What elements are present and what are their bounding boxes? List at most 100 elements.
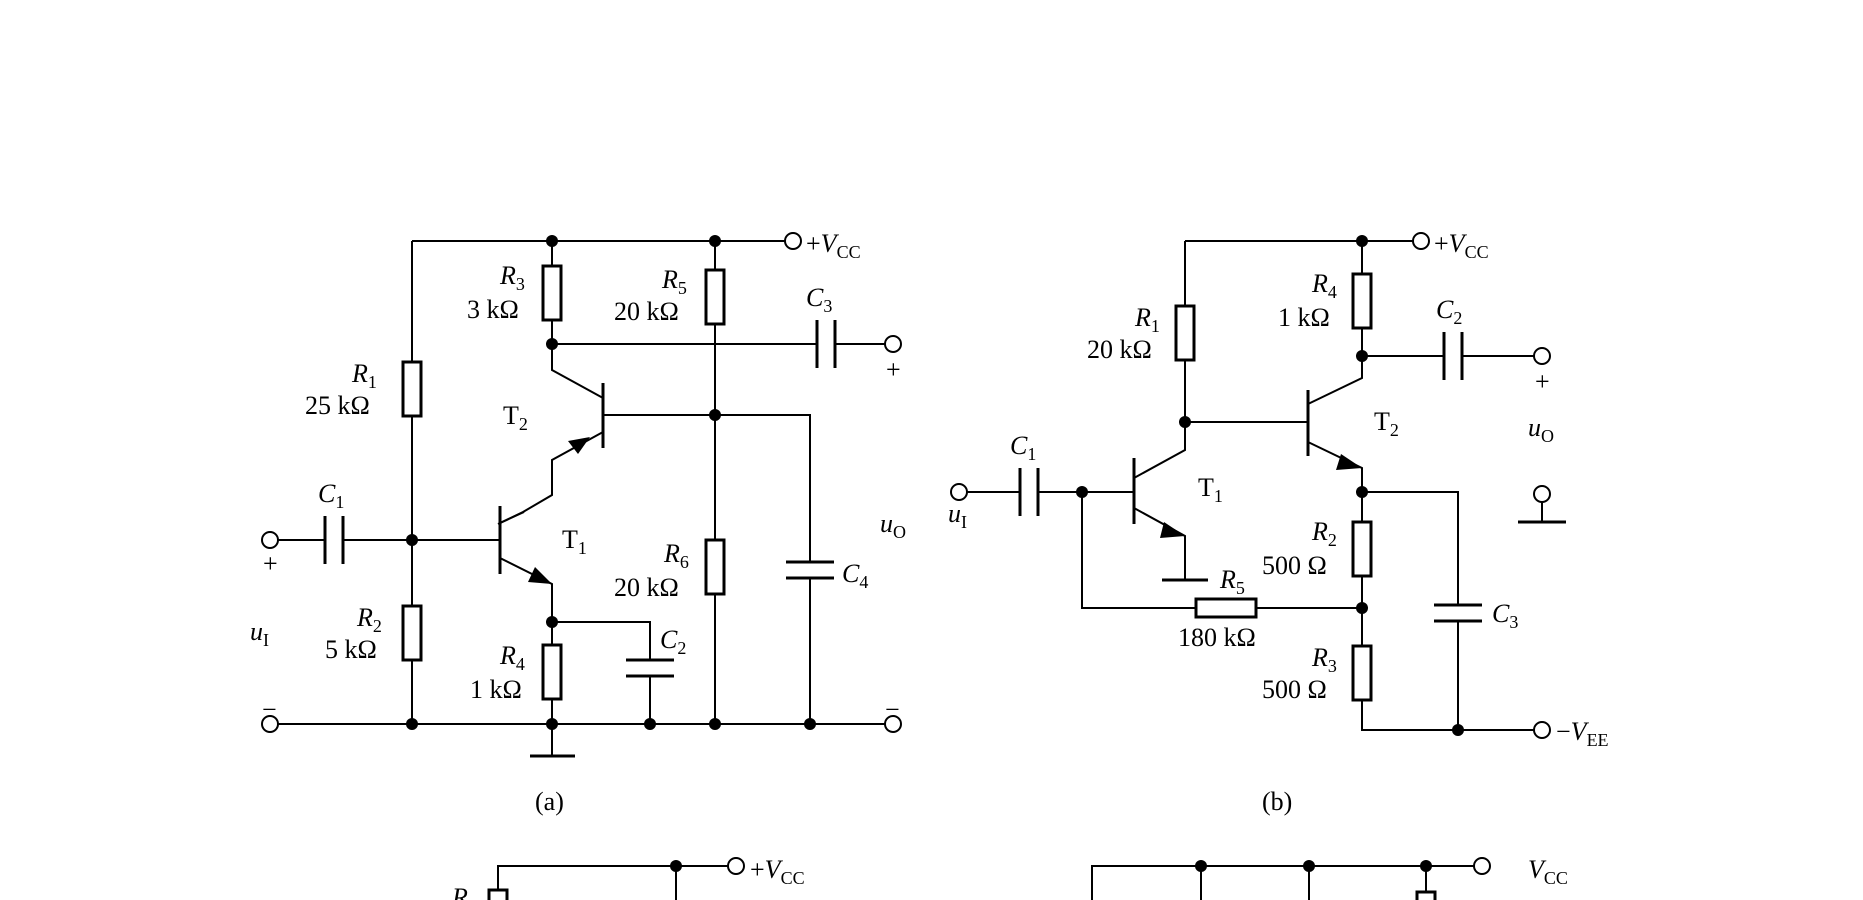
- a-terminal-output-plus: [884, 335, 902, 353]
- a-capacitor-c2: [626, 658, 674, 678]
- a-terminal-vcc: [784, 232, 802, 250]
- a-t1-emitter-arrow: [528, 567, 552, 584]
- b-r3-label: R3: [1311, 643, 1337, 676]
- c-wire-top-rail: [497, 865, 728, 900]
- b-resistor-r5: [1194, 597, 1258, 619]
- a-junction: [406, 718, 418, 730]
- a-vcc-label: +VCC: [806, 229, 861, 262]
- a-junction: [406, 534, 418, 546]
- b-vcc-label: +VCC: [1434, 229, 1489, 262]
- b-junction: [1356, 350, 1368, 362]
- a-junction: [709, 235, 721, 247]
- b-t2-collector: [1307, 356, 1363, 405]
- b-r5-label: R5: [1219, 565, 1245, 598]
- b-c3-label: C3: [1492, 599, 1518, 632]
- a-junction: [546, 338, 558, 350]
- a-t1-label: T1: [562, 525, 587, 558]
- a-c4-label: C4: [842, 559, 868, 592]
- a-terminal-input-plus: [261, 531, 279, 549]
- a-r6-label: R6: [663, 539, 689, 572]
- a-output-plus: +: [886, 355, 901, 384]
- b-t2-label: T2: [1374, 407, 1399, 440]
- a-terminal-output-minus: [884, 715, 902, 733]
- a-r4-value: 1 kΩ: [470, 675, 522, 704]
- circuit-b: +VCC −VEE R1 20 kΩ R4 1 kΩ R2 500 Ω R3 5…: [948, 229, 1609, 816]
- d-junction: [1420, 860, 1432, 872]
- b-r2-value: 500 Ω: [1262, 551, 1327, 580]
- d-junction: [1303, 860, 1315, 872]
- b-t1-emitter: [1133, 507, 1186, 580]
- a-caption: (a): [535, 787, 564, 816]
- b-junction: [1076, 486, 1088, 498]
- d-wire-top-rail: [1091, 865, 1474, 900]
- a-c3-label: C3: [806, 283, 832, 316]
- a-wire-c2: [552, 621, 651, 660]
- a-r5-label: R5: [661, 265, 687, 298]
- b-t1-label: T1: [1198, 473, 1223, 506]
- b-t2-emitter-arrow: [1336, 454, 1362, 470]
- b-resistor-r2: [1351, 520, 1373, 578]
- a-t1-emitter: [499, 557, 553, 622]
- b-wire-c3-top: [1362, 491, 1459, 605]
- a-r2-value: 5 kΩ: [325, 635, 377, 664]
- d-terminal-vcc: [1473, 857, 1491, 875]
- b-output-label: uO: [1528, 413, 1554, 446]
- b-junction: [1356, 486, 1368, 498]
- circuit-d-partial: VCC: [1091, 855, 1568, 900]
- b-r1-value: 20 kΩ: [1087, 335, 1152, 364]
- b-r1-label: R1: [1134, 303, 1160, 336]
- a-r4-label: R4: [499, 641, 525, 674]
- a-r2-label: R2: [356, 603, 382, 636]
- a-junction: [709, 409, 721, 421]
- b-capacitor-c3: [1434, 603, 1482, 623]
- a-junction: [709, 718, 721, 730]
- b-capacitor-c2: [1442, 332, 1464, 380]
- a-r3-label: R3: [499, 261, 525, 294]
- a-resistor-r3: [541, 264, 563, 322]
- a-r3-value: 3 kΩ: [467, 295, 519, 324]
- c-vcc-label: +VCC: [750, 855, 805, 888]
- b-vee-label: −VEE: [1556, 717, 1609, 750]
- a-output-label: uO: [880, 509, 906, 542]
- a-resistor-r4: [541, 643, 563, 701]
- circuit-a: +VCC R1 25 kΩ R2 5 kΩ R3 3 kΩ R4 1 kΩ R5…: [250, 229, 906, 816]
- a-junction: [804, 718, 816, 730]
- a-input-plus: +: [263, 549, 278, 578]
- b-junction: [1356, 235, 1368, 247]
- a-terminal-input-minus: [261, 715, 279, 733]
- b-capacitor-c1: [1018, 468, 1040, 516]
- a-r1-label: R1: [351, 359, 377, 392]
- b-r3-value: 500 Ω: [1262, 675, 1327, 704]
- b-r2-label: R2: [1311, 517, 1337, 550]
- b-input-label: uI: [948, 499, 967, 532]
- c-terminal-vcc: [727, 857, 745, 875]
- d-junction: [1195, 860, 1207, 872]
- b-r4-value: 1 kΩ: [1278, 303, 1330, 332]
- c-resistor-partial: [487, 888, 509, 900]
- b-junction: [1356, 602, 1368, 614]
- a-output-minus: −: [885, 695, 900, 724]
- a-t1-collector: [499, 511, 525, 524]
- b-junction: [1452, 724, 1464, 736]
- a-input-label: uI: [250, 617, 269, 650]
- a-capacitor-c1: [323, 516, 345, 564]
- b-output-plus: +: [1535, 367, 1550, 396]
- b-wire-r3-bottom: [1361, 700, 1534, 731]
- a-capacitor-c4: [786, 560, 834, 580]
- a-junction: [546, 718, 558, 730]
- b-terminal-vee: [1533, 721, 1551, 739]
- a-junction: [546, 616, 558, 628]
- a-t2-label: T2: [503, 401, 528, 434]
- a-r5-value: 20 kΩ: [614, 297, 679, 326]
- b-wire-feedback: [1081, 492, 1196, 609]
- b-terminal-output-ground: [1533, 485, 1551, 503]
- b-c2-label: C2: [1436, 295, 1462, 328]
- a-resistor-r5: [704, 268, 726, 326]
- b-junction: [1179, 416, 1191, 428]
- a-capacitor-c3: [815, 320, 837, 368]
- b-r4-label: R4: [1311, 269, 1337, 302]
- c-r-label: R: [451, 883, 468, 900]
- a-junction: [644, 718, 656, 730]
- b-r5-value: 180 kΩ: [1178, 623, 1256, 652]
